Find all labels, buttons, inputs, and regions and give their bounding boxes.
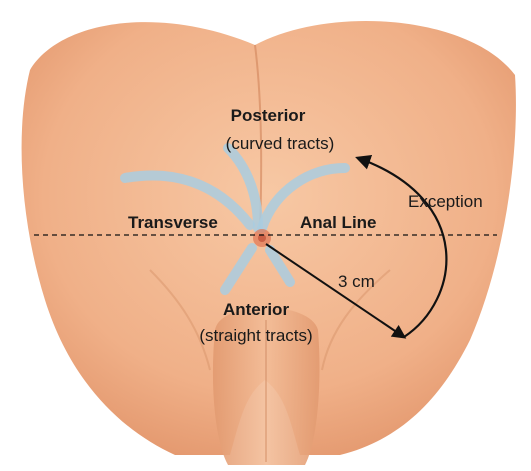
anal-line-label: Anal Line: [300, 213, 377, 233]
distance-label: 3 cm: [338, 272, 375, 292]
transverse-label: Transverse: [128, 213, 218, 233]
posterior-label: Posterior: [231, 106, 306, 126]
anterior-sublabel: (straight tracts): [199, 326, 312, 346]
exception-label: Exception: [408, 192, 483, 212]
posterior-sublabel: (curved tracts): [226, 134, 335, 154]
anterior-label: Anterior: [223, 300, 289, 320]
